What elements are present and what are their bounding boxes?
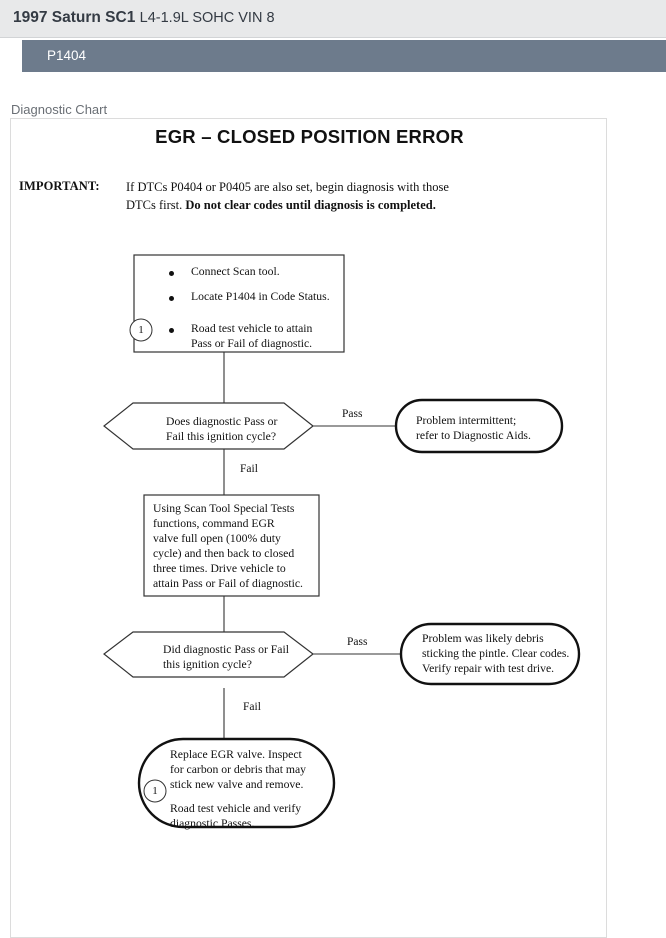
node-outcome2-line-3: Verify repair with test drive. [422,662,555,675]
flow-connectors [223,352,401,739]
edge-label-pass-2: Pass [347,636,368,648]
node-final-line-5: diagnostic Passes. [170,817,255,830]
important-line-2-plain: DTCs first. [126,197,186,212]
node-step2-line-5: three times. Drive vehicle to [153,562,286,575]
step-number-circle-1 [129,318,153,342]
important-line-1: If DTCs P0404 or P0405 are also set, beg… [126,180,449,194]
node-step1-step-number: 1 [138,324,144,336]
edge-label-fail-1: Fail [240,463,258,475]
important-line-2-bold: Do not clear codes until diagnosis is co… [185,197,436,212]
node-final-line-1: Replace EGR valve. Inspect [170,748,302,761]
vehicle-engine: L4-1.9L SOHC VIN 8 [139,10,275,26]
node-step2-line-2: functions, command EGR [153,517,275,530]
node-decision1-shape [103,402,314,450]
dtc-code-label: P1404 [47,48,87,63]
bullet-icon [169,328,174,333]
node-final-step-number: 1 [152,785,158,797]
vehicle-header: 1997 Saturn SC1 L4-1.9L SOHC VIN 8 [0,0,666,38]
node-decision2-line-1: Did diagnostic Pass or Fail [163,643,289,656]
node-final-shape [137,737,336,829]
node-step1-bullet-1: Connect Scan tool. [191,265,280,278]
flowchart-shapes [103,254,581,829]
node-step2-line-4: cycle) and then back to closed [153,547,295,560]
node-decision2-shape [103,631,314,678]
node-outcome2-line-1: Problem was likely debris [422,632,544,645]
node-decision1-line-1: Does diagnostic Pass or [166,415,278,428]
bullet-icon [169,271,174,276]
node-outcome2-shape [399,622,581,686]
node-outcome1-line-2: refer to Diagnostic Aids. [416,429,531,442]
edge-label-fail-2: Fail [243,701,261,713]
node-decision2-line-2: this ignition cycle? [163,658,252,671]
section-caption: Diagnostic Chart [11,102,108,117]
node-outcome2-line-2: sticking the pintle. Clear codes. [422,647,570,660]
node-outcome1-line-1: Problem intermittent; [416,414,517,427]
node-final-line-3: stick new valve and remove. [170,778,304,791]
node-step1-bullet-2: Locate P1404 in Code Status. [191,290,330,303]
bullet-icon [169,296,174,301]
node-step2-shape [143,494,320,597]
node-step1-bullet-3: Road test vehicle to attain Pass or Fail… [191,322,313,350]
node-step2-line-3: valve full open (100% duty [153,532,281,545]
node-final-line-2: for carbon or debris that may [170,763,306,776]
important-text: If DTCs P0404 or P0405 are also set, beg… [126,179,566,215]
dtc-code-bar[interactable]: P1404 [22,40,666,72]
vehicle-name: 1997 Saturn SC1 [13,9,136,26]
node-step2-line-6: attain Pass or Fail of diagnostic. [153,577,303,590]
node-final-line-4: Road test vehicle and verify [170,802,302,815]
diagnostic-chart-container: EGR – CLOSED POSITION ERROR IMPORTANT: I… [10,118,607,938]
step-number-circle-2 [143,779,167,803]
important-label: IMPORTANT: [19,179,100,193]
node-step2-line-1: Using Scan Tool Special Tests [153,502,295,515]
chart-title: EGR – CLOSED POSITION ERROR [155,126,464,147]
node-decision1-line-2: Fail this ignition cycle? [166,430,277,443]
edge-label-pass-1: Pass [342,408,363,420]
node-outcome1-shape [394,398,564,454]
flowchart: Connect Scan tool. Locate P1404 in Code … [11,119,606,937]
page-title: 1997 Saturn SC1 L4-1.9L SOHC VIN 8 [13,9,275,27]
